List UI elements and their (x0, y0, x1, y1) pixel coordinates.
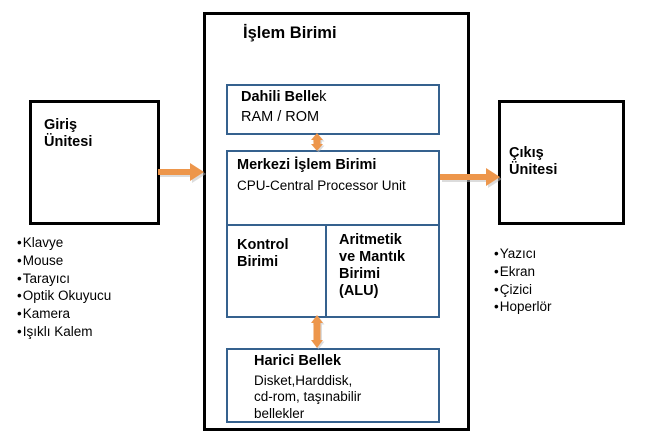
input-unit-box (29, 100, 160, 225)
output-device-item-label: Yazıcı (499, 246, 537, 261)
internal-memory-title-thin: k (319, 89, 327, 105)
output-unit-title: Çıkış Ünitesi (509, 145, 558, 179)
input-device-item-label: Klavye (22, 235, 64, 250)
bullet-icon: • (17, 270, 22, 286)
control-unit-label: Kontrol Birimi (237, 237, 289, 271)
cpu-subtitle: CPU-Central Processor Unit (237, 178, 406, 193)
input-device-item-label: Optik Okuyucu (22, 288, 112, 304)
bullet-icon: • (494, 246, 499, 261)
arrow-right-icon-input (158, 160, 208, 186)
bullet-icon: • (17, 252, 22, 268)
bullet-icon: • (17, 235, 22, 250)
bullet-icon: • (494, 263, 499, 279)
output-device-item-label: Hoperlör (499, 299, 552, 315)
external-memory-box (226, 348, 440, 423)
output-device-item: •Yazıcı (494, 245, 552, 263)
input-device-item-label: Mouse (22, 252, 64, 268)
bullet-icon: • (17, 288, 22, 304)
external-memory-title: Harici Bellek (254, 353, 342, 369)
output-device-item: •Ekran (494, 263, 552, 281)
cpu-title: Merkezi İşlem Birimi (237, 157, 377, 173)
output-device-item-label: Ekran (499, 263, 536, 279)
output-device-list: •Yazıcı•Ekran•Çizici•Hoperlör (494, 245, 552, 316)
input-device-item: •Optik Okuyucu (17, 287, 111, 305)
cpu-vertical-divider (325, 226, 327, 318)
output-device-item: •Hoperlör (494, 298, 552, 316)
alu-label: Aritmetik ve Mantık Birimi (ALU) (339, 232, 406, 300)
bullet-icon: • (17, 306, 22, 322)
processing-unit-title: İşlem Birimi (243, 24, 337, 42)
internal-memory-subtitle: RAM / ROM (241, 109, 320, 125)
input-device-item: •Klavye (17, 234, 111, 252)
bullet-icon: • (17, 324, 22, 340)
cpu-box (226, 150, 440, 318)
input-device-item: •Mouse (17, 252, 111, 270)
output-device-item-label: Çizici (499, 281, 532, 297)
input-device-item: •Işıklı Kalem (17, 323, 111, 341)
external-memory-subtitle: Disket,Harddisk, cd-rom, taşınabilir bel… (254, 373, 362, 421)
input-device-list: •Klavye•Mouse•Tarayıcı•Optik Okuyucu•Kam… (17, 234, 111, 341)
input-device-item-label: Tarayıcı (22, 270, 70, 286)
input-device-item: •Tarayıcı (17, 270, 111, 288)
input-device-item: •Kamera (17, 305, 111, 323)
bullet-icon: • (494, 281, 499, 297)
output-device-item: •Çizici (494, 281, 552, 299)
input-device-item-label: Kamera (22, 306, 71, 322)
internal-memory-title: Dahili Bellek (241, 89, 326, 106)
cpu-horizontal-divider (226, 224, 440, 226)
bullet-icon: • (494, 299, 499, 315)
internal-memory-box (226, 84, 440, 135)
internal-memory-title-bold: Dahili Belle (241, 89, 320, 105)
input-device-item-label: Işıklı Kalem (22, 324, 93, 340)
output-unit-box (498, 100, 625, 225)
input-unit-title: Giriş Ünitesi (44, 117, 93, 151)
